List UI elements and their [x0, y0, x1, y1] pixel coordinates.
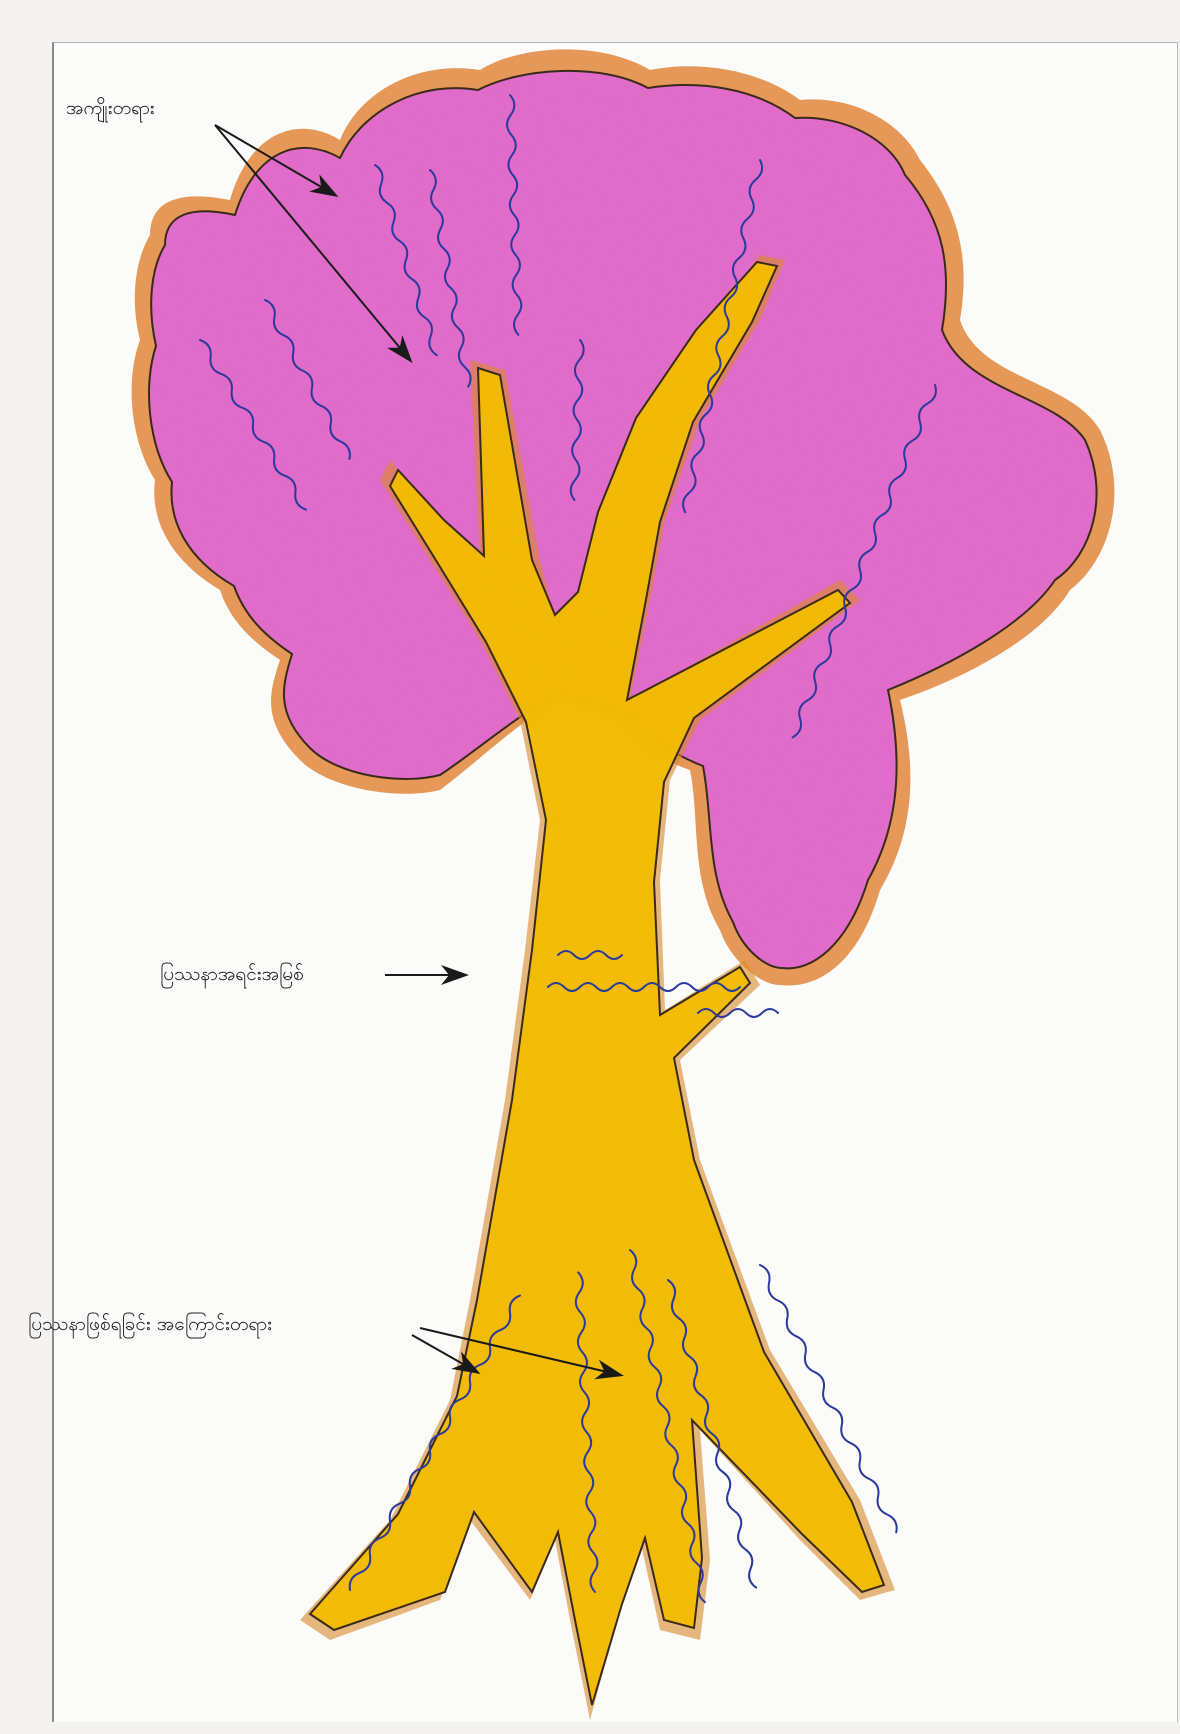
label-core-problem: ပြဿနာအရင်းအမြစ်	[160, 962, 304, 990]
label-root-causes: ပြဿနာဖြစ်ရခြင်း အကြောင်းတရား	[28, 1312, 272, 1340]
label-effects: အကျိုးတရား	[66, 96, 155, 124]
